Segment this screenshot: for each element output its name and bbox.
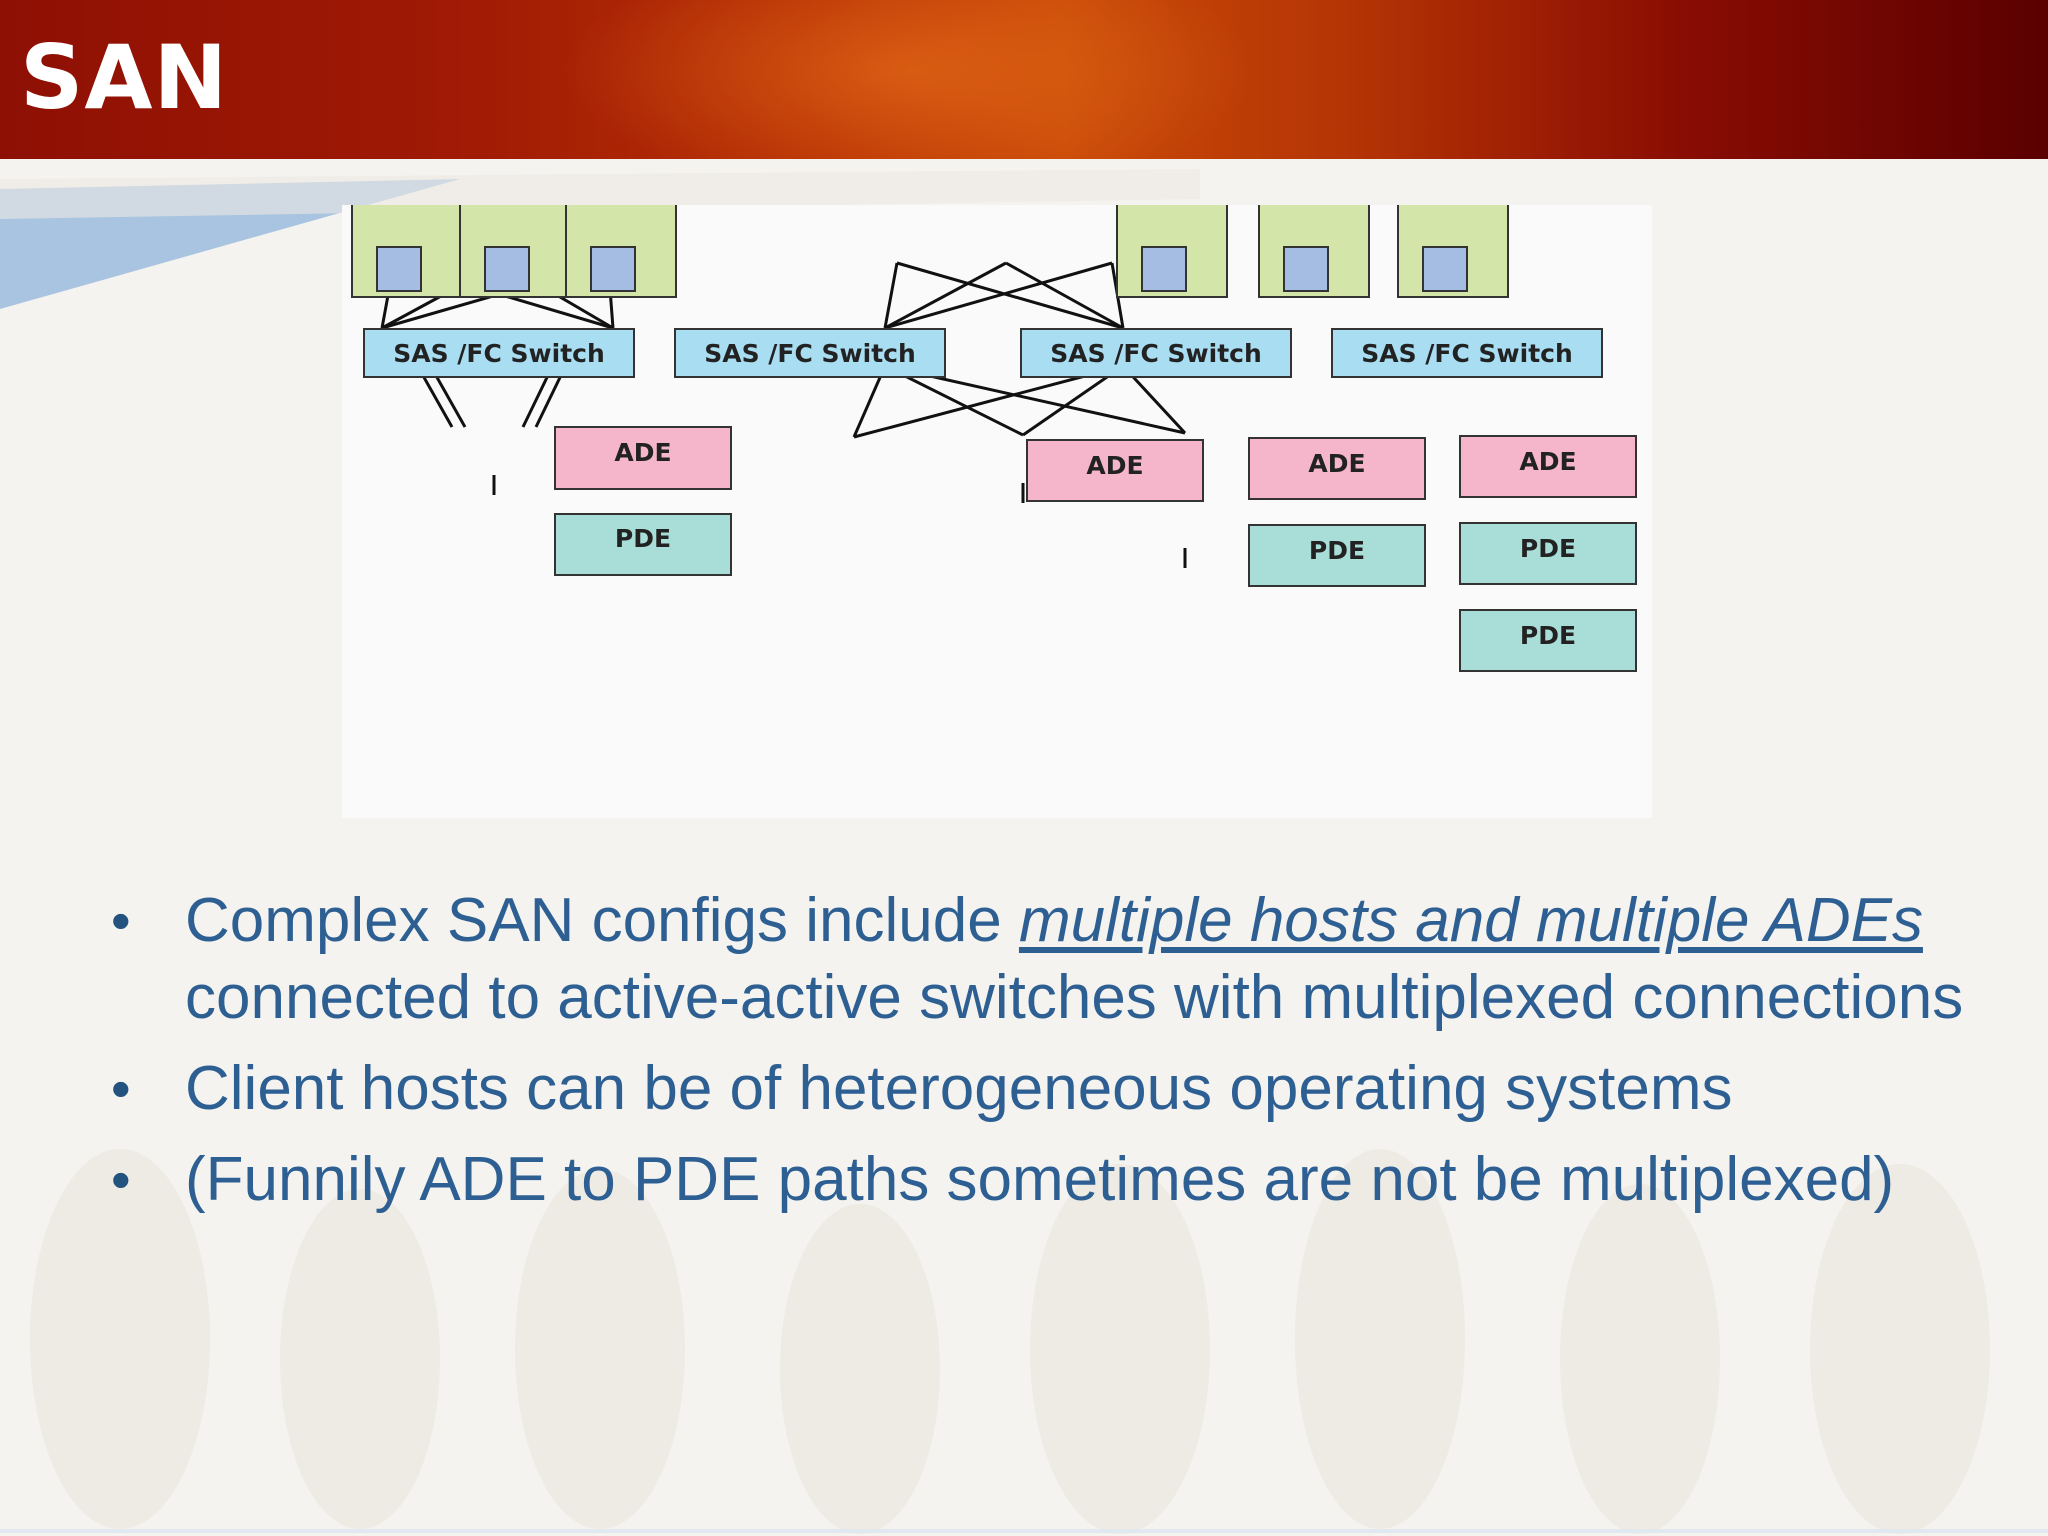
bullet-emphasis: multiple hosts and multiple ADEs [1018, 886, 1923, 955]
slide-title: SAN [20, 26, 229, 129]
host [459, 205, 571, 298]
pde-box: PDE [1459, 522, 1637, 585]
host [1397, 205, 1509, 298]
ade-label: ADE [1086, 451, 1143, 480]
switch: SAS /FC Switch [363, 328, 635, 378]
bullet-text: connected to active-active switches with… [185, 963, 1964, 1032]
san-diagram: SAS /FC Switch SAS /FC Switch ADE PDE [351, 205, 1637, 672]
bottom-rule [0, 1529, 2048, 1533]
ade-label: ADE [614, 438, 671, 467]
ade-label: ADE [1308, 449, 1365, 478]
bullet-item: • Complex SAN configs include multiple h… [105, 882, 2005, 1036]
san-diagram-panel: SAS /FC Switch SAS /FC Switch ADE PDE [342, 205, 1652, 818]
port-icon [484, 246, 530, 292]
bullet-icon: • [111, 1148, 131, 1211]
port-icon [1141, 246, 1187, 292]
host [565, 205, 677, 298]
bullet-icon: • [111, 1057, 131, 1120]
switch: SAS /FC Switch [674, 328, 946, 378]
switch-label: SAS /FC Switch [1050, 339, 1262, 368]
host [1258, 205, 1370, 298]
ade-label: ADE [1519, 447, 1576, 476]
connection-lines [380, 261, 1187, 568]
background-silhouettes [30, 1149, 1990, 1534]
bullet-text: (Funnily ADE to PDE paths sometimes are … [185, 1145, 1895, 1214]
pde-label: PDE [1520, 621, 1576, 650]
switch-label: SAS /FC Switch [1361, 339, 1573, 368]
ade-box: ADE [554, 426, 732, 490]
bullet-item: • (Funnily ADE to PDE paths sometimes ar… [105, 1141, 2005, 1218]
port-icon [1422, 246, 1468, 292]
background-decoration [0, 169, 1990, 1534]
ade-box: ADE [1026, 439, 1204, 502]
pde-label: PDE [1520, 534, 1576, 563]
port-icon [590, 246, 636, 292]
pde-label: PDE [615, 524, 671, 553]
pde-label: PDE [1309, 536, 1365, 565]
port-icon [376, 246, 422, 292]
switch-label: SAS /FC Switch [393, 339, 605, 368]
switch-label: SAS /FC Switch [704, 339, 916, 368]
host [1116, 205, 1228, 298]
bullet-list: • Complex SAN configs include multiple h… [105, 882, 2005, 1232]
pde-box: PDE [1248, 524, 1426, 587]
title-bar-glow [560, 0, 1260, 159]
port-icon [1283, 246, 1329, 292]
pde-box: PDE [1459, 609, 1637, 672]
bullet-item: • Client hosts can be of heterogeneous o… [105, 1050, 2005, 1127]
switch: SAS /FC Switch [1331, 328, 1603, 378]
switch: SAS /FC Switch [1020, 328, 1292, 378]
ade-box: ADE [1248, 437, 1426, 500]
bullet-icon: • [111, 889, 131, 952]
title-bar: SAN [0, 0, 2048, 159]
bullet-text: Client hosts can be of heterogeneous ope… [185, 1054, 1733, 1123]
host [351, 205, 463, 298]
pde-box: PDE [554, 513, 732, 576]
bullet-text: Complex SAN configs include [185, 886, 1019, 955]
background-band [0, 169, 1200, 219]
ade-box: ADE [1459, 435, 1637, 498]
